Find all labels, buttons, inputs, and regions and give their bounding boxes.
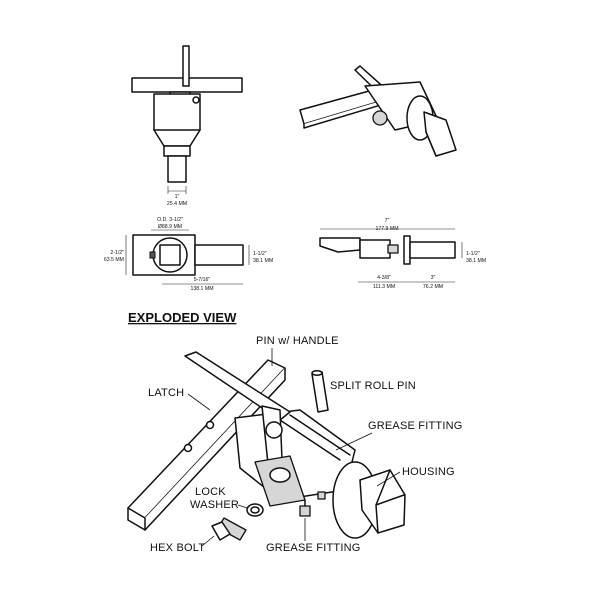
dim-latch-len-in: 5-7/16" [194,277,211,283]
part-labels: PIN w/ HANDLE LATCH SPLIT ROLL PIN GREAS… [148,335,462,554]
front-view: 1" 25.4 MM [131,45,243,207]
front-view-pin [167,155,187,183]
split-roll-pin [311,371,329,413]
dim-side-h-in: 1-1/2" [466,251,480,257]
dim-latch-w-in: 1-1/2" [253,251,267,257]
dim-overall-mm: 177.9 MM [375,226,398,232]
latch-bar-side [144,368,286,531]
label-pin-handle: PIN w/ HANDLE [256,335,339,347]
side-view-housing [359,239,391,259]
pin-handle [184,351,291,421]
front-view-handle [182,45,190,87]
dim-latch-w-mm: 38.1 MM [253,258,273,264]
top-view-latch [194,244,244,266]
front-view-collar [163,145,191,157]
side-view-latch [319,237,361,253]
grease-fitting-top-part [317,491,326,500]
isometric-view [299,65,457,157]
top-view-square-pin [159,244,181,266]
dim-height-in: 2-1/2" [110,250,124,256]
exploded-view-title: EXPLODED VIEW [128,310,237,325]
front-view-taper [153,129,201,147]
dim-od-mm: Ø88.9 MM [158,224,182,230]
iso-tube [423,111,457,157]
grease-fitting-bottom-part [299,505,311,517]
exploded-assembly [127,351,406,541]
label-split-roll-pin: SPLIT ROLL PIN [330,380,416,392]
dim-pin-dia-in: 1" [175,194,180,200]
label-grease-fitting-top: GREASE FITTING [368,420,462,432]
hex-bolt-head [211,521,231,541]
label-lock-line-1: LOCK [195,486,226,498]
side-view-tube [409,241,456,259]
dim-overall-in: 7" [385,218,390,224]
dim-housing-len-in: 4-3/8" [377,275,391,281]
label-lock-line-2: WASHER [190,499,239,511]
side-view-flange [403,235,411,265]
top-view: O.D. 3-1/2" Ø88.9 MM 2-1/2" 63.5 MM 1-1/… [104,217,273,292]
dim-tube-len-in: 3" [431,275,436,281]
dim-height-mm: 63.5 MM [104,257,124,263]
dim-od-in: O.D. 3-1/2" [157,217,183,223]
label-grease-fitting-bottom: GREASE FITTING [266,542,360,554]
iso-lock-collar [372,110,388,126]
label-housing: HOUSING [402,466,455,478]
dim-tube-len-mm: 76.2 MM [423,284,443,290]
label-latch: LATCH [148,387,184,399]
front-view-grease-fitting [192,96,200,104]
dim-latch-len-mm: 138.1 MM [190,286,213,292]
side-view: 7" 177.9 MM 1-1/2" 38.1 MM 4-3/8" 111.3 … [319,218,486,290]
dim-housing-len-mm: 111.3 MM [373,284,395,290]
dim-pin-dia-mm: 25.4 MM [167,201,187,207]
label-hex-bolt: HEX BOLT [150,542,205,554]
lock-washer [246,503,264,517]
dim-side-h-mm: 38.1 MM [466,258,486,264]
